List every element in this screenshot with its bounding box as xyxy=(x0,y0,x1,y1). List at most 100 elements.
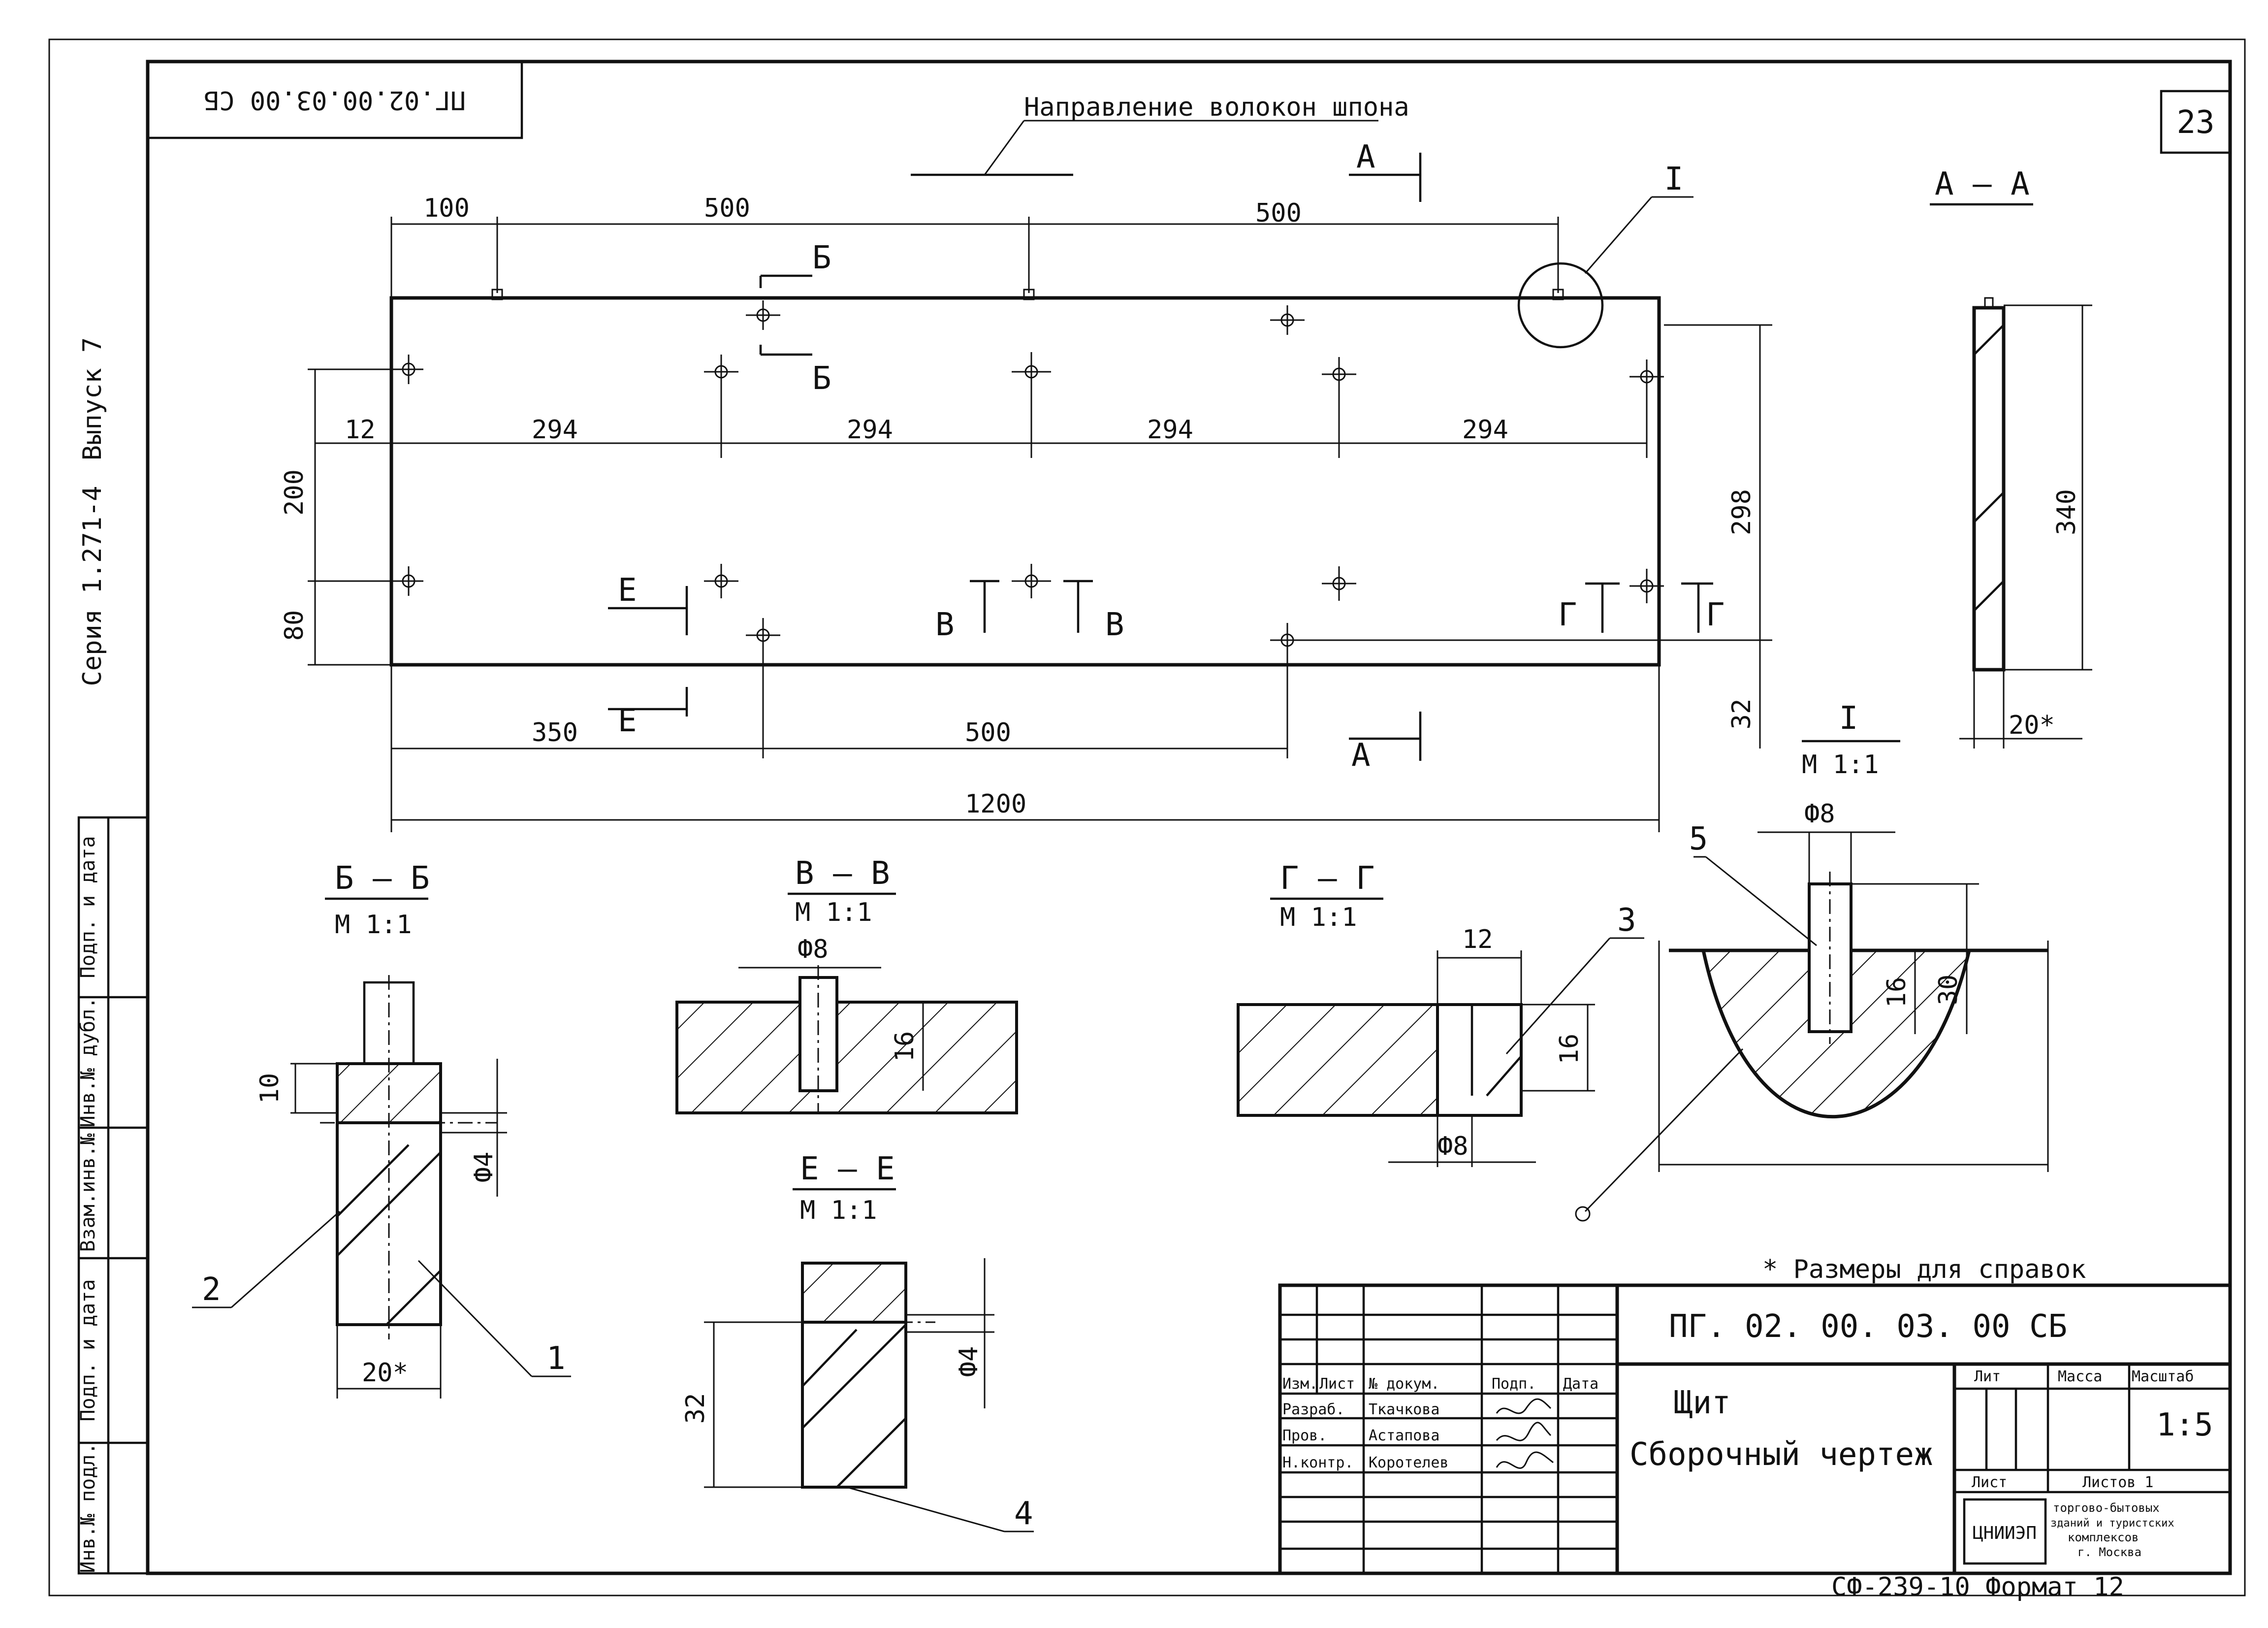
tb-org-line-1: торгово-бытовых xyxy=(2053,1501,2160,1515)
dim-bottom-500: 500 xyxy=(965,718,1011,748)
issue-label: Выпуск 7 xyxy=(78,337,107,460)
section-ee-callout-4: 4 xyxy=(1014,1496,1033,1532)
section-bb-callout-1: 1 xyxy=(546,1340,566,1377)
tb-role-prov: Пров. xyxy=(1282,1427,1327,1444)
section-ee-dim-dia: Ф4 xyxy=(954,1346,984,1377)
tb-org-line-4: г. Москва xyxy=(2077,1545,2141,1559)
section-mark-b-bottom: Б xyxy=(812,360,831,397)
dim-top-500b: 500 xyxy=(1255,198,1302,228)
section-ee-dim-32: 32 xyxy=(681,1393,710,1424)
dim-left-80: 80 xyxy=(280,610,309,641)
dim-row-294b: 294 xyxy=(847,415,893,445)
dim-row-294c: 294 xyxy=(1147,415,1193,445)
section-gg-dim-16: 16 xyxy=(1555,1034,1584,1065)
detail-i-dim-30: 30 xyxy=(1934,975,1963,1006)
section-vv: В – В М 1:1 Ф8 16 xyxy=(675,855,1018,1114)
detail-i: I М 1:1 Ф8 30 16 5 xyxy=(1575,700,2049,1222)
footer-format: СФ-239-10 Формат 12 xyxy=(1831,1572,2124,1602)
dim-right-298: 298 xyxy=(1727,489,1757,535)
detail-circle xyxy=(1517,262,1604,349)
section-aa-dim-340: 340 xyxy=(2052,489,2081,535)
section-vv-scale: М 1:1 xyxy=(795,898,872,927)
tb-mass: Масса xyxy=(2058,1368,2102,1385)
signature-2 xyxy=(1496,1422,1552,1441)
section-bb: Б – Б М 1:1 10 Ф4 20* 2 1 xyxy=(192,860,571,1399)
section-vv-dim-dia: Ф8 xyxy=(798,935,829,964)
section-bb-dim-20: 20* xyxy=(362,1358,408,1388)
tb-org-logo: ЦНИИЭП xyxy=(1973,1523,2037,1543)
tb-header-date: Дата xyxy=(1563,1375,1598,1393)
section-mark-e-bottom: Е xyxy=(618,703,637,739)
section-gg-title: Г – Г xyxy=(1280,860,1375,897)
detail-i-dim-16: 16 xyxy=(1882,977,1912,1008)
section-mark-v-left: В xyxy=(935,607,955,643)
section-gg-dim-12: 12 xyxy=(1462,925,1493,954)
section-bb-callout-2: 2 xyxy=(202,1271,221,1308)
section-mark-b-top: Б xyxy=(812,240,831,276)
section-gg-dim-dia: Ф8 xyxy=(1437,1132,1469,1161)
detail-mark: I xyxy=(1664,161,1684,197)
section-bb-dim-10: 10 xyxy=(255,1073,285,1104)
dim-right-32: 32 xyxy=(1727,699,1757,730)
tb-name-razrab: Ткачкова xyxy=(1369,1401,1440,1418)
tb-role-nkontr: Н.контр. xyxy=(1282,1454,1354,1471)
dim-left-200: 200 xyxy=(280,469,309,516)
tb-name-nkontr: Коротелев xyxy=(1369,1454,1449,1471)
title-block: Изм. Лист № докум. Подп. Дата Разраб. Тк… xyxy=(1278,1283,2232,1575)
dim-row-294a: 294 xyxy=(532,415,578,445)
tb-org-line-2: зданий и туристских xyxy=(2050,1517,2174,1530)
dim-overall-1200: 1200 xyxy=(965,789,1026,819)
section-mark-g-right: Г xyxy=(1706,597,1725,633)
section-bb-title: Б – Б xyxy=(335,860,430,897)
tb-scale-value: 1:5 xyxy=(2156,1407,2213,1443)
series-label: Серия 1.271-4 xyxy=(78,486,107,686)
section-gg-callout-3: 3 xyxy=(1617,902,1636,939)
strip-label-1: Инв.№ подл. xyxy=(77,1443,99,1573)
section-ee: Е – Е М 1:1 Ф4 32 4 xyxy=(681,1151,1034,1532)
dim-bottom-350: 350 xyxy=(532,718,578,748)
tb-doc-type: Сборочный чертеж xyxy=(1629,1436,1933,1473)
tb-scale-label: Масштаб xyxy=(2132,1368,2194,1385)
dim-top-500a: 500 xyxy=(704,194,750,223)
strip-label-2: Подп. и дата xyxy=(77,1279,99,1422)
tb-org-line-3: комплексов xyxy=(2068,1530,2139,1544)
rotated-stamp-code: ПГ.02.00.03.00 СБ xyxy=(204,85,466,115)
section-aa-title: А – А xyxy=(1935,166,2030,202)
section-mark-a-bottom: А xyxy=(1351,737,1371,774)
section-gg-scale: М 1:1 xyxy=(1280,903,1357,932)
section-bb-dim-dia: Ф4 xyxy=(469,1152,499,1183)
section-mark-g-left: Г xyxy=(1558,597,1577,633)
tb-sheet: Лист xyxy=(1972,1474,2007,1491)
section-bb-scale: М 1:1 xyxy=(335,910,412,940)
left-strip: Инв.№ подл. Подп. и дата Взам.инв.№ Инв.… xyxy=(77,816,149,1575)
detail-i-scale: М 1:1 xyxy=(1802,750,1879,780)
tb-name: Щит xyxy=(1674,1385,1731,1421)
tb-sheets: Листов 1 xyxy=(2082,1474,2154,1491)
tb-name-prov: Астапова xyxy=(1369,1427,1440,1444)
section-vv-title: В – В xyxy=(795,855,890,892)
tb-lit: Лит xyxy=(1974,1368,2001,1385)
tb-code: ПГ. 02. 00. 03. 00 СБ xyxy=(1669,1308,2067,1345)
section-ee-scale: М 1:1 xyxy=(800,1196,877,1225)
drawing-frame: ПГ.02.00.03.00 СБ 23 Серия 1.271-4 Выпус… xyxy=(48,38,2246,1596)
section-mark-e-top: Е xyxy=(618,572,637,609)
dim-row-12: 12 xyxy=(345,415,376,445)
section-mark-a-top: А xyxy=(1356,139,1375,175)
main-view: Направление волокон шпона 100 500 500 I … xyxy=(280,93,1772,832)
strip-label-5: Подп. и дата xyxy=(77,836,99,978)
tb-header-list: Лист xyxy=(1319,1375,1355,1393)
tb-header-doc: № докум. xyxy=(1369,1375,1440,1393)
sheet-number: 23 xyxy=(2176,104,2214,141)
section-ee-title: Е – Е xyxy=(800,1151,895,1187)
tb-header-sign: Подп. xyxy=(1492,1375,1536,1393)
tb-header-izm: Изм. xyxy=(1282,1375,1318,1393)
signature-1 xyxy=(1496,1398,1552,1414)
section-mark-v-right: В xyxy=(1105,607,1124,643)
detail-i-dim-dia: Ф8 xyxy=(1804,799,1835,829)
strip-label-3: Взам.инв.№ xyxy=(77,1134,99,1252)
section-vv-dim-16: 16 xyxy=(890,1031,920,1062)
signature-3 xyxy=(1496,1451,1554,1469)
dim-row-294d: 294 xyxy=(1462,415,1508,445)
detail-i-callout-5: 5 xyxy=(1689,821,1708,857)
